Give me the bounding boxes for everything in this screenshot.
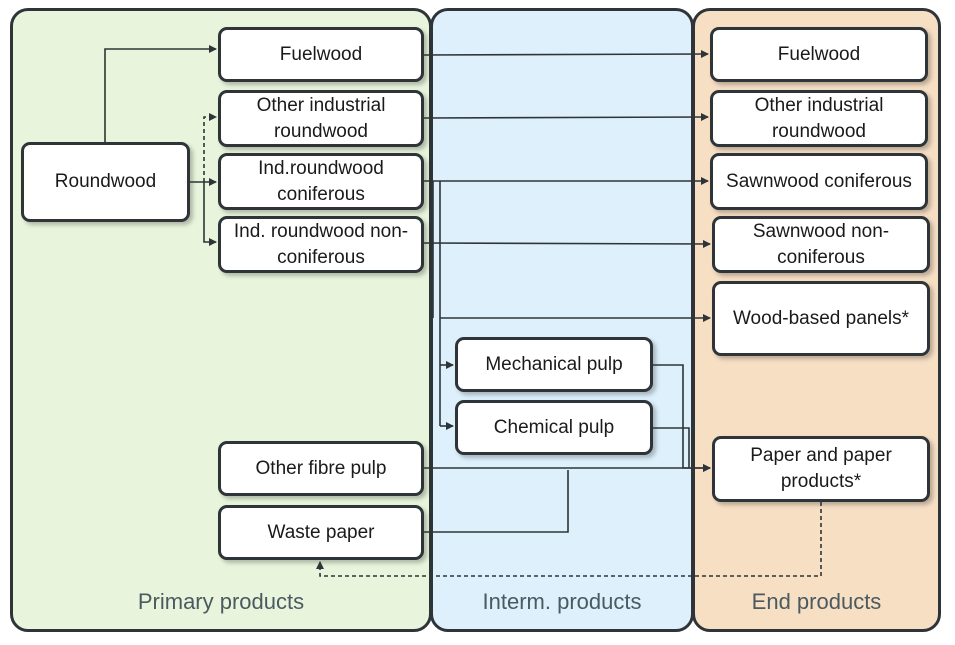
node-sawnwood-coniferous: Sawnwood coniferous: [710, 153, 928, 210]
arrow-other-industrial-to-end: [423, 113, 709, 122]
arrow-paper-recycling-dashed: [316, 502, 822, 577]
arrow-fuelwood-to-fuelwood: [423, 50, 709, 59]
arrow-roundwood-to-ind-nonconiferous: [203, 182, 217, 246]
node-waste-paper: Waste paper: [218, 505, 424, 560]
node-wood-based-panels: Wood-based panels*: [712, 281, 930, 356]
node-ind-roundwood-coniferous: Ind.roundwood coniferous: [218, 153, 424, 210]
node-other-industrial-roundwood-primary: Other industrial roundwood: [218, 90, 424, 147]
node-ind-roundwood-non-coniferous: Ind. roundwood non-coniferous: [218, 216, 424, 273]
node-chemical-pulp: Chemical pulp: [455, 400, 653, 455]
arrow-roundwood-to-other-industrial-dashed: [203, 113, 217, 182]
intermediate-products-panel: Interm. products: [430, 8, 694, 632]
node-mechanical-pulp: Mechanical pulp: [455, 337, 653, 392]
node-other-fibre-pulp: Other fibre pulp: [218, 441, 424, 496]
node-paper-products: Paper and paper products*: [712, 436, 930, 502]
node-fuelwood-end: Fuelwood: [710, 27, 928, 82]
arrow-waste-paper-to-paper: [424, 470, 569, 533]
node-other-industrial-roundwood-end: Other industrial roundwood: [710, 90, 928, 147]
arrow-chemical-to-paper: [653, 427, 690, 468]
end-products-label: End products: [751, 589, 882, 614]
arrow-nonconiferous-to-sawnwood: [423, 239, 711, 248]
node-roundwood: Roundwood: [21, 142, 190, 222]
node-sawnwood-non-coniferous: Sawnwood non-coniferous: [712, 216, 930, 273]
arrow-roundwood-to-fuelwood: [104, 45, 217, 142]
arrow-mechanical-to-paper: [653, 364, 711, 472]
primary-products-label: Primary products: [137, 589, 305, 614]
node-fuelwood-primary: Fuelwood: [218, 27, 424, 82]
intermediate-products-label: Interm. products: [482, 589, 642, 614]
